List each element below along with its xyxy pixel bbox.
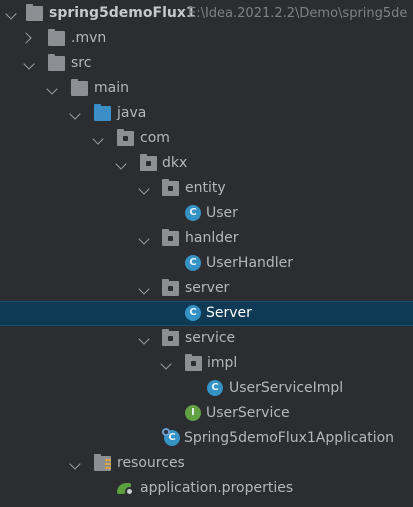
tree-label: User [206, 205, 238, 221]
tree-label: entity [185, 180, 226, 196]
project-name: spring5demoFlux1 [49, 5, 196, 21]
tree-row-project[interactable]: spring5demoFlux1 E:\Idea.2021.2.2\Demo\s… [0, 1, 413, 26]
tree-row-user-handler[interactable]: C UserHandler [0, 251, 413, 276]
package-icon [140, 154, 157, 171]
tree-row-dkx[interactable]: dkx [0, 151, 413, 176]
package-icon [162, 179, 179, 196]
chevron-down-icon[interactable] [46, 83, 58, 95]
tree-label: Spring5demoFlux1Application [184, 430, 395, 446]
chevron-down-icon[interactable] [5, 8, 17, 20]
class-icon: C [185, 255, 201, 271]
tree-label: server [185, 280, 230, 296]
tree-label: src [71, 55, 92, 71]
folder-icon [71, 79, 88, 96]
tree-row-server-class-selected[interactable]: C Server [0, 301, 413, 326]
tree-label: impl [207, 355, 238, 371]
tree-label: application.properties [140, 480, 294, 496]
tree-row-com[interactable]: com [0, 126, 413, 151]
chevron-down-icon[interactable] [115, 158, 127, 170]
package-icon [162, 329, 179, 346]
tree-label: main [94, 80, 129, 96]
module-folder-icon [26, 4, 43, 21]
tree-row-resources[interactable]: resources [0, 451, 413, 476]
tree-row-mvn[interactable]: .mvn [0, 26, 413, 51]
spring-boot-application-icon: C [162, 428, 180, 446]
folder-icon [48, 29, 65, 46]
chevron-right-icon[interactable] [20, 32, 32, 44]
chevron-down-icon[interactable] [138, 183, 150, 195]
tree-row-hanlder[interactable]: hanlder [0, 226, 413, 251]
chevron-down-icon[interactable] [138, 233, 150, 245]
tree-label: hanlder [185, 230, 239, 246]
class-icon: C [185, 205, 201, 221]
class-icon: C [207, 380, 223, 396]
tree-row-server-package[interactable]: server [0, 276, 413, 301]
tree-row-java[interactable]: java [0, 101, 413, 126]
folder-icon [48, 54, 65, 71]
chevron-down-icon[interactable] [138, 333, 150, 345]
tree-row-entity[interactable]: entity [0, 176, 413, 201]
project-path: E:\Idea.2021.2.2\Demo\spring5de [188, 6, 408, 21]
tree-row-main[interactable]: main [0, 76, 413, 101]
chevron-down-icon[interactable] [92, 133, 104, 145]
interface-icon: I [185, 405, 201, 421]
package-icon [185, 354, 202, 371]
package-icon [162, 279, 179, 296]
chevron-down-icon[interactable] [69, 108, 81, 120]
tree-label: .mvn [71, 30, 107, 46]
spring-properties-icon [117, 480, 135, 496]
tree-label: service [185, 330, 236, 346]
resources-folder-icon [94, 454, 111, 471]
tree-label: UserHandler [206, 255, 294, 271]
class-icon: C [185, 305, 201, 321]
tree-row-user-service-impl[interactable]: C UserServiceImpl [0, 376, 413, 401]
package-icon [117, 129, 134, 146]
chevron-down-icon[interactable] [160, 358, 172, 370]
tree-row-src[interactable]: src [0, 51, 413, 76]
tree-label: com [140, 130, 170, 146]
tree-label: resources [117, 455, 185, 471]
tree-label: java [117, 105, 147, 121]
tree-row-impl[interactable]: impl [0, 351, 413, 376]
tree-row-application-properties[interactable]: application.properties [0, 476, 413, 501]
tree-row-application[interactable]: C Spring5demoFlux1Application [0, 426, 413, 451]
chevron-down-icon[interactable] [69, 458, 81, 470]
chevron-down-icon[interactable] [23, 58, 35, 70]
tree-row-user[interactable]: C User [0, 201, 413, 226]
tree-label: Server [206, 305, 252, 321]
tree-label: UserService [206, 405, 290, 421]
tree-row-service[interactable]: service [0, 326, 413, 351]
chevron-down-icon[interactable] [138, 283, 150, 295]
package-icon [162, 229, 179, 246]
source-folder-icon [94, 104, 111, 121]
tree-row-user-service[interactable]: I UserService [0, 401, 413, 426]
tree-label: UserServiceImpl [229, 380, 344, 396]
tree-label: dkx [162, 155, 188, 171]
